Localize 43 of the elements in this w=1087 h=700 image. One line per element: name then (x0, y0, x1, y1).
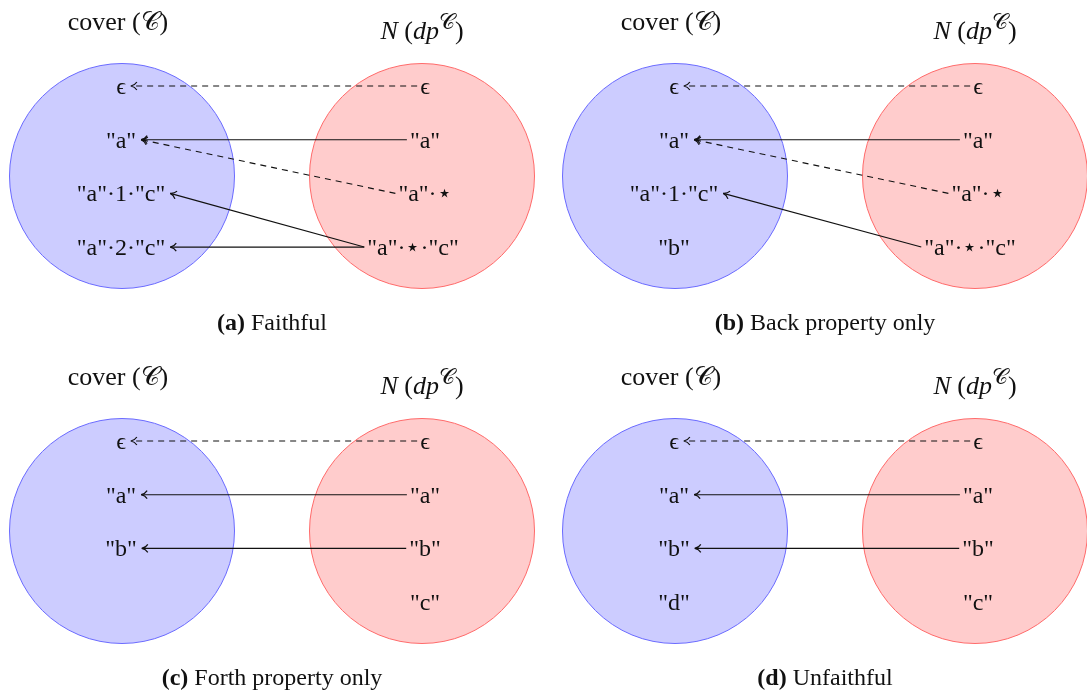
set-label: cover (𝒞) (67, 6, 169, 38)
set-element: ϵ (116, 72, 126, 100)
set-element: "a" (962, 480, 994, 509)
subfigure-caption: (d) Unfaithful (757, 663, 893, 691)
set-element: "b" (658, 534, 690, 563)
set-element: ϵ (973, 427, 983, 455)
set-element: "a"·⋆ (951, 179, 1005, 208)
set-element: "c" (409, 588, 441, 617)
set-element: "a" (658, 125, 690, 154)
set-element: "b" (105, 534, 137, 563)
set-label: N (dp$^{𝒞}$) (933, 364, 1017, 402)
set-label: cover (𝒞) (620, 6, 722, 38)
set-element: "d" (658, 588, 690, 617)
set-element: ϵ (973, 72, 983, 100)
set-element: "a"·⋆·"c" (924, 233, 1016, 262)
subfigure-caption: (b) Back property only (714, 308, 936, 336)
set-label: cover (𝒞) (67, 361, 169, 393)
set-element: "a" (409, 125, 441, 154)
set-element: "b" (658, 233, 690, 262)
set-label: N (dp$^{𝒞}$) (933, 9, 1017, 47)
set-label: N (dp$^{𝒞}$) (380, 9, 464, 47)
set-element: "a"·⋆·"c" (367, 233, 459, 262)
set-element: ϵ (669, 72, 679, 100)
subfigure-caption: (a) Faithful (217, 308, 327, 336)
set-label: N (dp$^{𝒞}$) (380, 364, 464, 402)
set-element: "a"·⋆ (398, 179, 452, 208)
set-element: "a" (409, 480, 441, 509)
set-element: ϵ (420, 72, 430, 100)
set-element: "b" (409, 534, 441, 563)
set-element: "a"·2·"c" (76, 233, 166, 262)
set-element: "a" (105, 480, 137, 509)
set-element: "a"·1·"c" (629, 179, 719, 208)
subfigure-caption: (c) Forth property only (161, 663, 383, 691)
set-element: "a"·1·"c" (76, 179, 166, 208)
set-element: "a" (105, 125, 137, 154)
set-element: "b" (962, 534, 994, 563)
set-element: ϵ (420, 427, 430, 455)
set-element: ϵ (669, 427, 679, 455)
set-label: cover (𝒞) (620, 361, 722, 393)
set-element: "a" (962, 125, 994, 154)
set-element: "a" (658, 480, 690, 509)
set-element: ϵ (116, 427, 126, 455)
set-element: "c" (962, 588, 994, 617)
